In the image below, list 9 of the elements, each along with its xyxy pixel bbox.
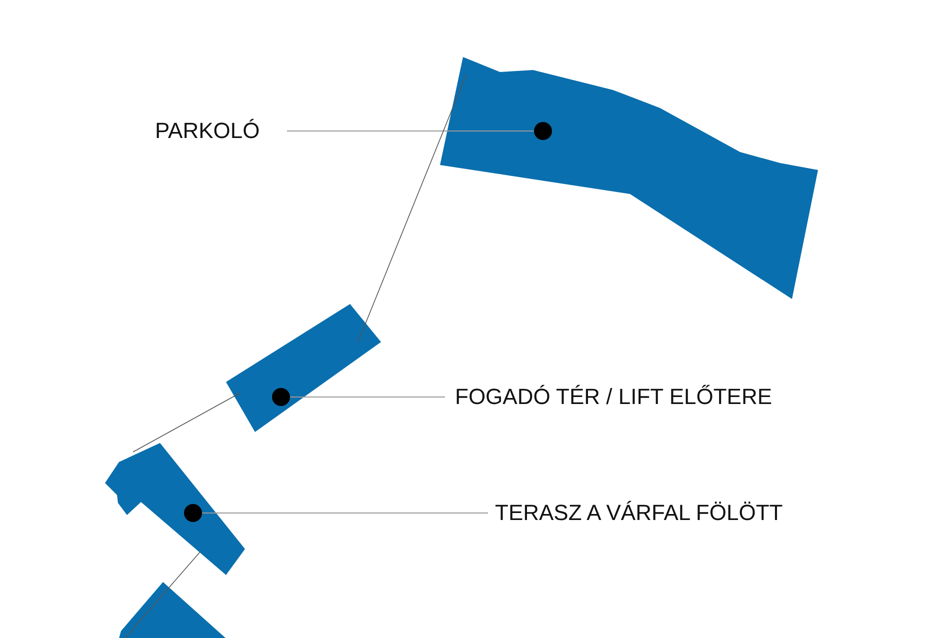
connecting-line: [124, 552, 200, 638]
area-label: PARKOLÓ: [155, 118, 260, 144]
connecting-line: [132, 392, 240, 452]
connecting-line: [358, 74, 466, 342]
leader-line: [286, 122, 552, 140]
leader-line: [184, 504, 488, 522]
area-label: FOGADÓ TÉR / LIFT ELŐTERE: [455, 384, 772, 410]
leader-line: [272, 388, 446, 406]
area-label: TERASZ A VÁRFAL FÖLÖTT: [495, 500, 783, 526]
